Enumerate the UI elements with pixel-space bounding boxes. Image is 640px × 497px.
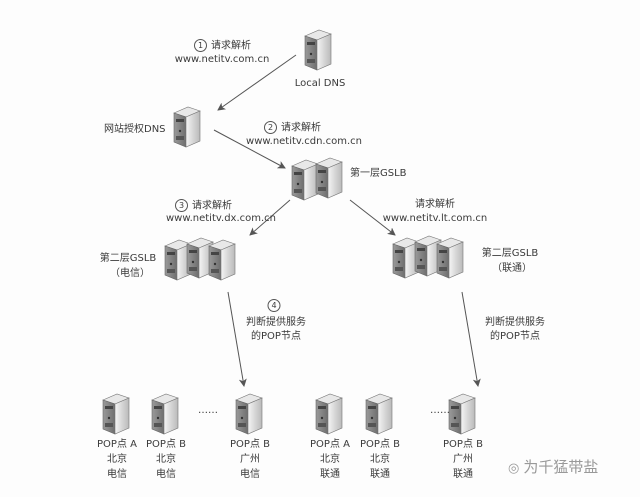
gslb2-left-server-icon bbox=[208, 239, 236, 281]
ellipsis-left: …… bbox=[198, 405, 218, 416]
auth-dns-label: 网站授权DNS bbox=[104, 124, 166, 135]
ellipsis-right: …… bbox=[430, 405, 450, 416]
auth-dns-server-icon bbox=[173, 106, 201, 148]
pop-name: POP点 B bbox=[360, 439, 400, 450]
arrow-step3-left bbox=[249, 199, 291, 236]
step-number-badge: 1 bbox=[194, 39, 207, 52]
pop-label: POP点 B 广州联通 bbox=[443, 439, 483, 481]
pop-isp: 联通 bbox=[319, 469, 340, 480]
step2-label: 2 请求解析 bbox=[264, 121, 321, 135]
step4-label: 4 bbox=[267, 299, 281, 313]
local-dns-server-icon bbox=[304, 29, 332, 71]
pop-city: 北京 bbox=[106, 454, 127, 465]
watermark: ◎为千猛带盐 bbox=[508, 456, 598, 477]
pop-server-icon bbox=[315, 393, 343, 435]
step1-domain: www.netitv.com.cn bbox=[174, 54, 270, 65]
arrow-step4-left bbox=[227, 291, 247, 387]
pop-isp: 电信 bbox=[106, 469, 127, 480]
wechat-icon: ◎ bbox=[508, 461, 520, 476]
step-number-badge: 2 bbox=[264, 121, 277, 134]
pop-label: POP点 B 北京联通 bbox=[360, 439, 400, 481]
step2-action: 请求解析 bbox=[281, 122, 321, 134]
step3-action: 请求解析 bbox=[192, 200, 232, 212]
step4-line2: 的POP节点 bbox=[251, 331, 301, 342]
arrow-step3-right bbox=[349, 199, 396, 236]
pop-server-icon bbox=[235, 393, 263, 435]
pop-city: 北京 bbox=[319, 454, 340, 465]
pop-name: POP点 A bbox=[97, 439, 137, 450]
pop-label: POP点 A 北京电信 bbox=[97, 439, 137, 481]
step1-action: 请求解析 bbox=[211, 40, 251, 52]
step3-label: 3 请求解析 bbox=[175, 199, 232, 213]
pop-city: 北京 bbox=[369, 454, 390, 465]
pop-server-icon bbox=[151, 393, 179, 435]
step4r-line2: 的POP节点 bbox=[490, 331, 540, 342]
gslb2-right-isp: （联通） bbox=[492, 263, 532, 274]
step4r-line1: 判断提供服务 bbox=[485, 317, 545, 328]
pop-server-icon bbox=[102, 393, 130, 435]
step-number-badge: 3 bbox=[175, 199, 188, 212]
arrow-step2 bbox=[213, 129, 286, 169]
gslb1-server-icon bbox=[291, 159, 319, 201]
pop-label: POP点 B 北京电信 bbox=[146, 439, 186, 481]
pop-city: 广州 bbox=[452, 454, 473, 465]
pop-name: POP点 A bbox=[310, 439, 350, 450]
gslb2-left-label: 第二层GSLB bbox=[99, 253, 157, 264]
gslb2-right-server-icon bbox=[436, 237, 464, 279]
pop-isp: 联通 bbox=[452, 469, 473, 480]
pop-server-icon bbox=[365, 393, 393, 435]
arrow-step4-right bbox=[461, 291, 481, 387]
step3r-domain: www.netitv.lt.com.cn bbox=[382, 213, 488, 224]
step2-domain: www.netitv.cdn.com.cn bbox=[246, 136, 362, 147]
pop-name: POP点 B bbox=[146, 439, 186, 450]
gslb2-left-isp: （电信） bbox=[110, 268, 150, 279]
pop-city: 北京 bbox=[155, 454, 176, 465]
pop-server-icon bbox=[448, 393, 476, 435]
pop-label: POP点 B 广州电信 bbox=[230, 439, 270, 481]
gslb1-label: 第一层GSLB bbox=[350, 168, 407, 179]
arrow-step1 bbox=[217, 54, 297, 111]
pop-isp: 联通 bbox=[369, 469, 390, 480]
pop-label: POP点 A 北京联通 bbox=[310, 439, 350, 481]
step3r-action: 请求解析 bbox=[415, 199, 455, 210]
step4-line1: 判断提供服务 bbox=[246, 317, 306, 328]
pop-name: POP点 B bbox=[230, 439, 270, 450]
gslb2-right-label: 第二层GSLB bbox=[481, 248, 539, 259]
step3-domain: www.netitv.dx.com.cn bbox=[165, 213, 277, 224]
gslb1-server-icon bbox=[315, 157, 343, 199]
pop-city: 广州 bbox=[239, 454, 260, 465]
pop-isp: 电信 bbox=[155, 469, 176, 480]
pop-name: POP点 B bbox=[443, 439, 483, 450]
step-number-badge: 4 bbox=[267, 299, 281, 312]
local-dns-label: Local DNS bbox=[294, 78, 346, 89]
step1-label: 1 请求解析 bbox=[194, 39, 251, 53]
pop-isp: 电信 bbox=[239, 469, 260, 480]
watermark-text: 为千猛带盐 bbox=[523, 458, 599, 476]
